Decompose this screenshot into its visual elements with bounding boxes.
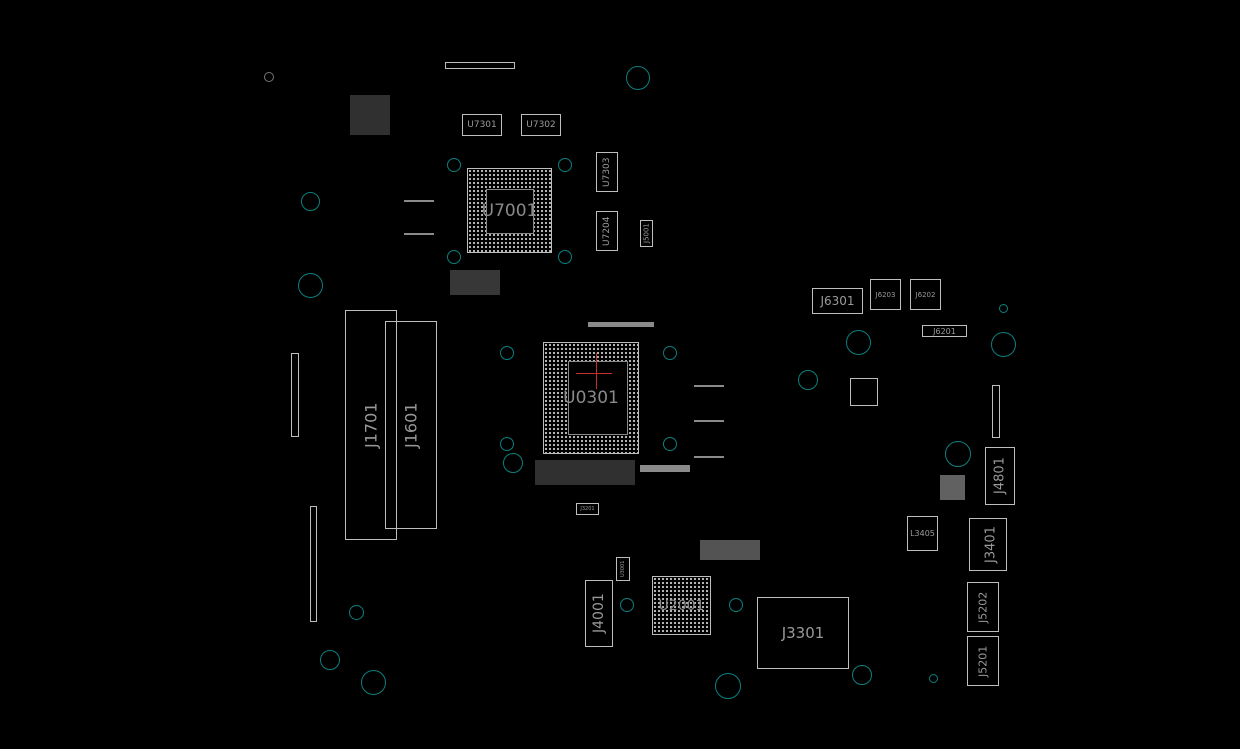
mounting-hole <box>729 598 743 612</box>
connector-left-2[interactable] <box>310 506 317 622</box>
pad-group <box>700 540 760 560</box>
marker-cross-icon-v <box>596 353 597 389</box>
connector-j6203[interactable]: J6203 <box>870 279 901 310</box>
connector-right-1[interactable] <box>992 385 1000 438</box>
connector-j3201[interactable]: J3201 <box>576 503 599 515</box>
connector-j6201[interactable]: J6201 <box>922 325 967 337</box>
mounting-hole <box>945 441 971 467</box>
chip-u7301[interactable]: U7301 <box>462 114 502 136</box>
connector-left-1[interactable] <box>291 353 299 437</box>
mounting-hole <box>798 370 818 390</box>
mounting-hole <box>349 605 364 620</box>
slot-j1701[interactable]: J1701 <box>345 310 397 540</box>
mounting-hole <box>999 304 1008 313</box>
mounting-hole <box>715 673 741 699</box>
mounting-hole <box>447 158 461 172</box>
mounting-hole <box>298 273 323 298</box>
pad-group <box>450 270 500 295</box>
connector-top[interactable] <box>445 62 515 69</box>
connector-j5201[interactable]: J5201 <box>967 636 999 686</box>
pad-group <box>940 475 965 500</box>
connector-j4801[interactable]: J4801 <box>985 447 1015 505</box>
chip-u2001[interactable]: U2001 <box>652 576 711 635</box>
pad-strip <box>694 385 724 387</box>
connector-j6301[interactable]: J6301 <box>812 288 863 314</box>
connector-j3301[interactable]: J3301 <box>757 597 849 669</box>
mounting-hole <box>558 250 572 264</box>
connector-j4001[interactable]: J4001 <box>585 580 613 647</box>
pad-row <box>588 322 654 327</box>
chip-u7001-core <box>486 189 534 234</box>
marker-cross-icon <box>576 373 612 374</box>
chip-u7303[interactable]: U7303 <box>596 152 618 192</box>
mounting-hole <box>503 453 523 473</box>
pad-strip <box>404 200 434 202</box>
mounting-hole <box>663 346 677 360</box>
slot-j1601[interactable]: J1601 <box>385 321 437 529</box>
mounting-hole <box>663 437 677 451</box>
mounting-hole <box>620 598 634 612</box>
mounting-hole <box>361 670 386 695</box>
connector-j6202[interactable]: J6202 <box>910 279 941 310</box>
mounting-hole <box>500 437 514 451</box>
pad-group <box>350 95 390 135</box>
pad-strip <box>694 420 724 422</box>
mounting-hole <box>846 330 871 355</box>
connector-j5202[interactable]: J5202 <box>967 582 999 632</box>
mounting-hole <box>447 250 461 264</box>
chip-square[interactable] <box>850 378 878 406</box>
mounting-hole <box>558 158 572 172</box>
mounting-hole <box>320 650 340 670</box>
chip-u7001[interactable]: U7001 <box>467 168 552 253</box>
pad-group <box>535 460 635 485</box>
pad-strip <box>694 456 724 458</box>
mounting-hole <box>852 665 872 685</box>
mounting-hole <box>264 72 274 82</box>
chip-u7302[interactable]: U7302 <box>521 114 561 136</box>
connector-j3401[interactable]: J3401 <box>969 518 1007 571</box>
mounting-hole <box>500 346 514 360</box>
inductor-l3405[interactable]: L3405 <box>907 516 938 551</box>
mounting-hole <box>626 66 650 90</box>
chip-u3001[interactable]: U3001 <box>616 557 630 581</box>
pad-strip <box>404 233 434 235</box>
mounting-hole <box>929 674 938 683</box>
chip-u7204[interactable]: U7204 <box>596 211 618 251</box>
pad-row <box>640 465 690 472</box>
chip-u0301[interactable]: U0301 <box>543 342 639 454</box>
mounting-hole <box>301 192 320 211</box>
connector-j5001[interactable]: J5001 <box>640 220 653 247</box>
mounting-hole <box>991 332 1016 357</box>
